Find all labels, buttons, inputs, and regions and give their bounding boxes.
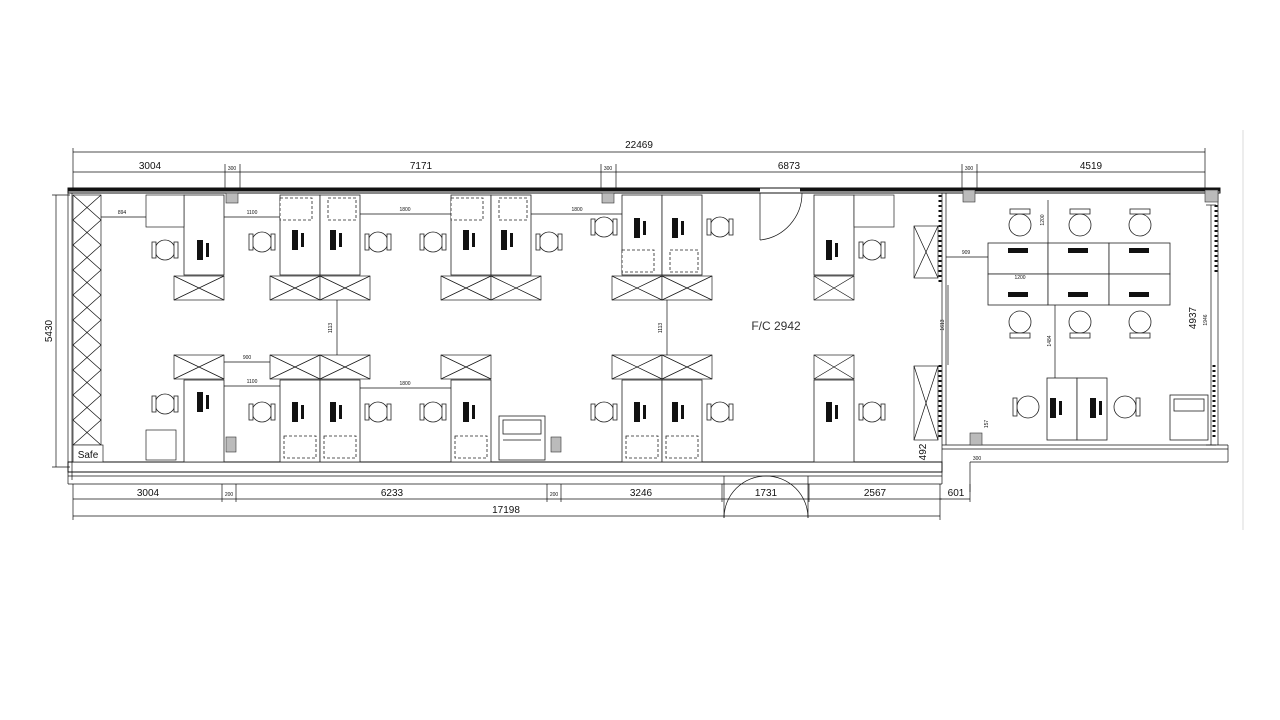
dim-1200-v: 1200: [1040, 214, 1046, 225]
bottom-dim-6: 601: [948, 488, 965, 499]
height-dimensions: 5430 4937: [44, 194, 1216, 468]
bottom-dim-3: 3246: [630, 488, 653, 499]
monitors: [197, 218, 838, 422]
top-small-2: 300: [604, 166, 613, 172]
chairs: [151, 216, 886, 423]
bottom-small-2: 200: [550, 492, 559, 498]
dim-157: 157: [984, 420, 990, 429]
dim-1200: 1200: [1014, 275, 1025, 281]
walls: [67, 130, 1244, 530]
dim-1613: 1613: [940, 319, 946, 330]
dim-1800-c: 1800: [399, 381, 410, 387]
top-dim-3: 6873: [778, 161, 801, 172]
bottom-dim-2: 6233: [381, 488, 404, 499]
dim-900: 900: [243, 355, 252, 361]
left-storage-wall: Safe: [72, 194, 104, 463]
doors: [723, 192, 809, 519]
bottom-small-1: 200: [225, 492, 234, 498]
top-dim-4: 4519: [1080, 161, 1103, 172]
safe-label: Safe: [78, 450, 99, 461]
overall-width-label: 22469: [625, 140, 653, 151]
dim-1800-b: 1800: [571, 207, 582, 213]
top-small-1: 300: [228, 166, 237, 172]
left-height-label: 5430: [44, 319, 55, 342]
dim-1484: 1484: [1047, 335, 1053, 346]
top-small-3: 300: [965, 166, 974, 172]
right-room: [987, 208, 1209, 441]
top-dimensions: 22469 3004 7171 6873 4519 300 300 300: [72, 140, 1206, 190]
bottom-small-3: 300: [973, 456, 982, 462]
bottom-dimensions: 3004 6233 3246 1731 2567 601 200 200 300…: [72, 456, 982, 520]
dim-1100-top: 1100: [247, 210, 258, 216]
dim-894: 894: [118, 210, 127, 216]
desks-bottom: [145, 379, 855, 463]
room-label: F/C 2942: [751, 319, 801, 333]
top-dim-1: 3004: [139, 161, 162, 172]
dim-1100-bottom: 1100: [247, 379, 258, 385]
right-height-label: 4937: [1188, 306, 1199, 329]
inner-dimensions: 894 1100 1800 1800 1113 1113 900 1100 18…: [101, 200, 1209, 460]
top-dim-2: 7171: [410, 161, 433, 172]
bottom-dim-1: 3004: [137, 488, 160, 499]
dim-1946: 1946: [1203, 314, 1209, 325]
safe: [72, 444, 104, 463]
dim-1113-a: 1113: [328, 323, 334, 334]
desks-top: [145, 194, 895, 276]
dim-909: 909: [962, 250, 971, 256]
dim-1113-b: 1113: [658, 323, 664, 334]
bottom-dim-4: 1731: [755, 488, 778, 499]
dim-492: 492: [918, 443, 929, 460]
bottom-dim-5: 2567: [864, 488, 887, 499]
storage-cabinets: [173, 225, 939, 441]
dim-1800-a: 1800: [399, 207, 410, 213]
bottom-total-label: 17198: [492, 505, 520, 516]
